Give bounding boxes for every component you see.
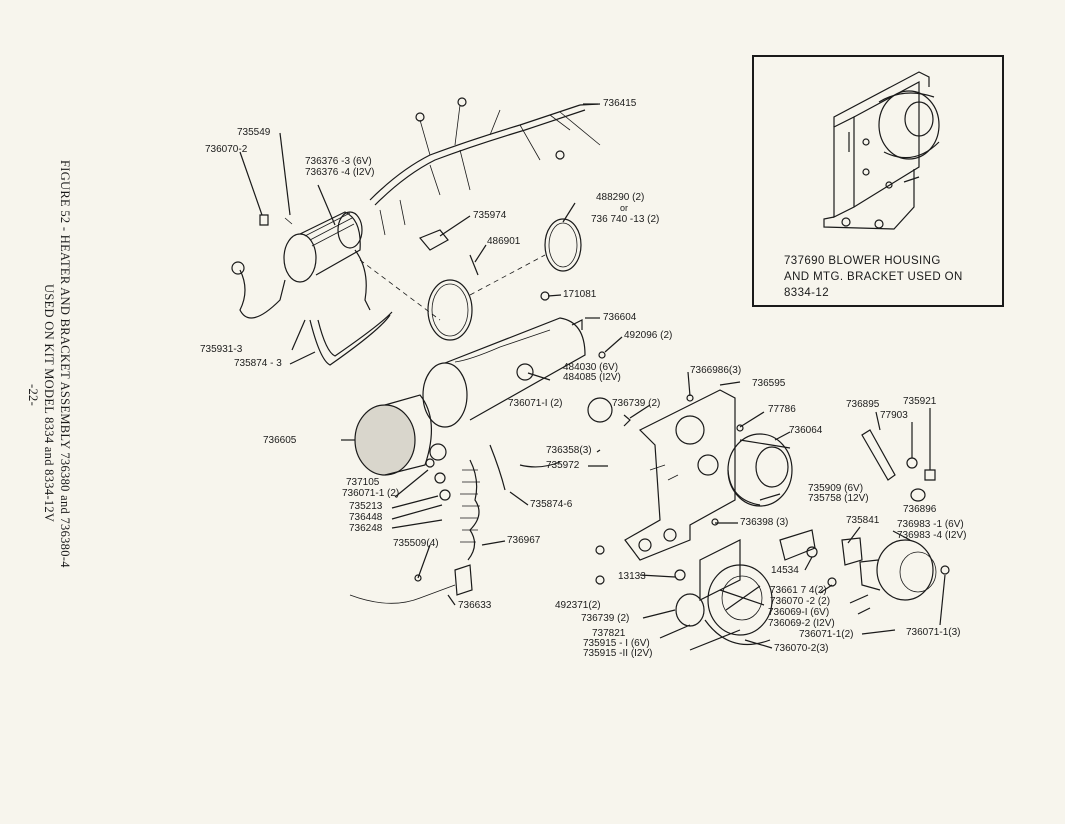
label-735213: 735213 [349,501,383,512]
label-736739-a: 736739 (2) [612,398,661,409]
label-13133: 13133 [618,571,646,582]
label-492371: 492371(2) [555,600,601,611]
label-736071-1-a: 736071-I (2) [508,398,563,409]
label-735758: 735758 (12V) [808,493,869,504]
label-736069-2: 736069-2 (I2V) [768,618,835,629]
hose-clamps [427,218,582,341]
label-736448: 736448 [349,512,383,523]
label-736398: 736398 (3) [740,517,789,528]
label-14534: 14534 [771,565,799,576]
label-736595: 736595 [752,378,786,389]
label-735874-6: 735874-6 [530,499,573,510]
heater-motor [231,211,371,319]
label-735874-3: 735874 - 3 [234,358,282,369]
label-736069-1: 736069-I (6V) [768,607,830,618]
label-77903: 77903 [880,410,908,421]
blower-housing [727,433,793,507]
label-736248: 736248 [349,523,383,534]
label-736376-3: 736376 -3 (6V) [305,156,372,167]
label-736415: 736415 [603,98,637,109]
inset-caption-line-1: 737690 BLOWER HOUSING [784,255,941,267]
label-737821: 737821 [592,628,626,639]
label-736983-1: 736983 -1 (6V) [897,519,964,530]
label-736070-2-c: 736070-2(3) [774,643,829,654]
label-735972: 735972 [546,460,580,471]
label-735509: 735509(4) [393,538,439,549]
cover-cap [354,394,447,476]
blower-housing-bracket-drawing [823,71,940,230]
label-736604: 736604 [603,312,637,323]
label-735841: 735841 [846,515,880,526]
label-484085: 484085 (I2V) [563,372,621,383]
inset-blower-housing-box: 737690 BLOWER HOUSING AND MTG. BRACKET U… [752,55,1004,307]
label-736071-1-b: 736071-1 (2) [342,488,400,499]
label-736633: 736633 [458,600,492,611]
label-736896: 736896 [903,504,937,515]
label-736895: 736895 [846,399,880,410]
label-736967: 736967 [507,535,541,546]
label-736740-13: 736 740 -13 (2) [591,214,660,225]
label-or: or [620,203,629,213]
fan-scroll-housing [675,539,773,646]
label-7366986: 7366986(3) [690,365,742,376]
label-735915-1: 735915 - I (6V) [583,638,650,649]
label-486901: 486901 [487,236,521,247]
leader-lines [239,103,946,651]
label-736358: 736358(3) [546,445,592,456]
inset-caption-line-3: 8334-12 [784,287,830,299]
label-736983-4: 736983 -4 (I2V) [897,530,967,541]
label-736070-2: 736070-2 [205,144,248,155]
label-735909: 735909 (6V) [808,483,864,494]
label-736605: 736605 [263,435,297,446]
mounting-bracket [624,389,736,561]
label-171081: 171081 [563,289,597,300]
label-735549: 735549 [237,127,271,138]
label-492096: 492096 (2) [624,330,673,341]
heater-tube [422,317,586,428]
label-736070-2-b: 736070 -2 (2) [770,596,831,607]
label-736617: 73661 7 4(2) [770,585,827,596]
label-488290: 488290 (2) [596,192,645,203]
label-736071-1-c: 736071-1(2) [799,629,854,640]
label-736376-4: 736376 -4 (I2V) [305,167,375,178]
inset-caption-line-2: AND MTG. BRACKET USED ON [784,271,963,283]
label-736071-1-d: 736071-1(3) [906,627,961,638]
label-735974: 735974 [473,210,507,221]
label-736064: 736064 [789,425,823,436]
coiled-hose [460,444,561,561]
blower-motor [859,539,950,601]
label-484030: 484030 (6V) [563,362,619,373]
label-735931-3: 735931-3 [200,344,243,355]
wiring-harness [369,97,601,236]
label-736739-b: 736739 (2) [581,613,630,624]
label-737105: 737105 [346,477,380,488]
label-735915-11: 735915 -II (I2V) [583,648,653,659]
label-77786: 77786 [768,404,796,415]
label-735921: 735921 [903,396,937,407]
